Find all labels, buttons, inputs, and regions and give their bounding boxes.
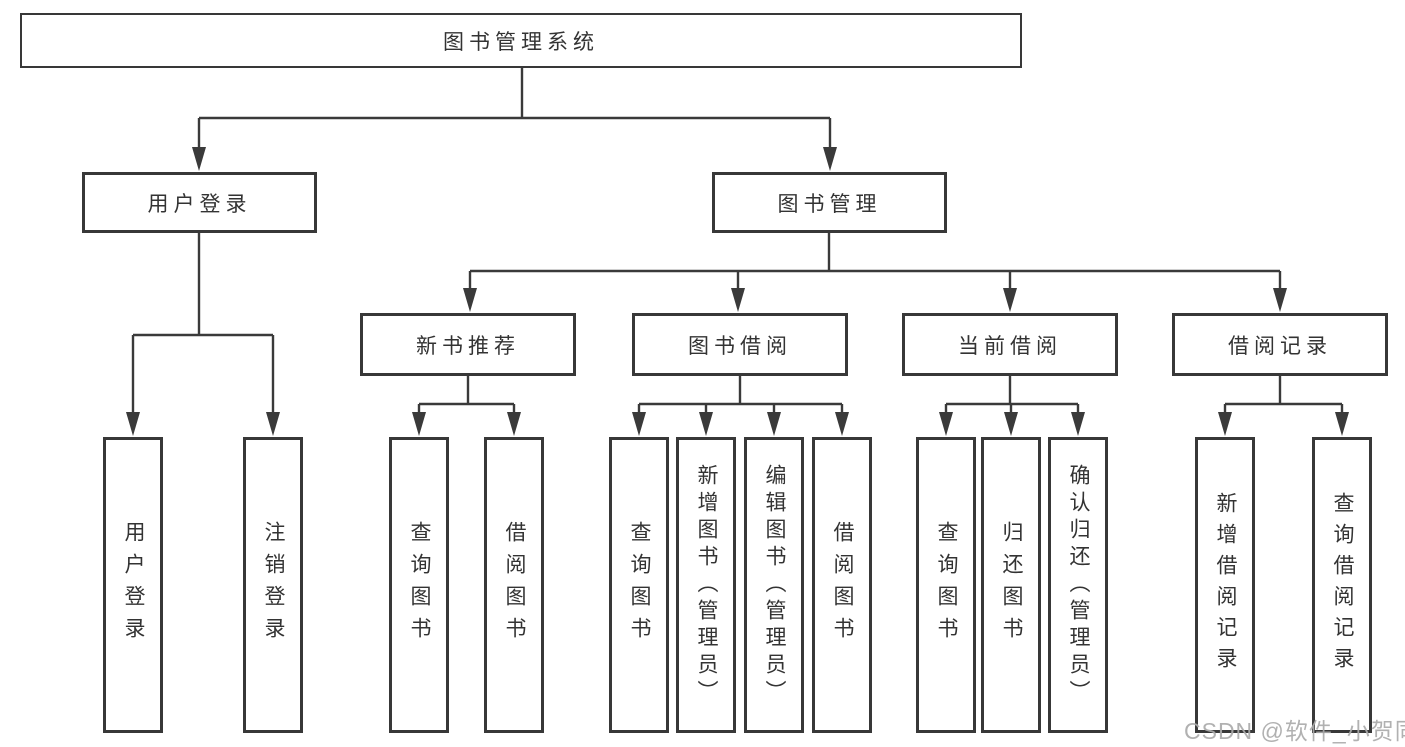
- node-leaf-query-books-1: 查询图书: [389, 437, 449, 733]
- connector-book-mgmt-to-level3: [463, 233, 1287, 312]
- node-leaf-borrow-books-1: 借阅图书: [484, 437, 544, 733]
- connector-root-to-level2: [192, 68, 837, 171]
- connector-borrow-records-to-leaves: [1218, 376, 1349, 436]
- connector-book-borrow-to-leaves: [632, 376, 849, 436]
- node-leaf-query-borrow-record: 查询借阅记录: [1312, 437, 1372, 733]
- node-leaf-add-borrow-record: 新增借阅记录: [1195, 437, 1255, 733]
- node-user-login: 用户登录: [82, 172, 317, 233]
- connector-current-borrow-to-leaves: [939, 376, 1085, 436]
- node-library-management-system: 图书管理系统: [20, 13, 1022, 68]
- node-leaf-borrow-books-2: 借阅图书: [812, 437, 872, 733]
- node-leaf-query-books-2: 查询图书: [609, 437, 669, 733]
- node-leaf-logout: 注销登录: [243, 437, 303, 733]
- node-leaf-confirm-return-admin: 确认归还（管理员）: [1048, 437, 1108, 733]
- node-leaf-query-books-3: 查询图书: [916, 437, 976, 733]
- node-current-borrow: 当前借阅: [902, 313, 1118, 376]
- node-leaf-edit-book-admin: 编辑图书（管理员）: [744, 437, 804, 733]
- node-new-book-recommend: 新书推荐: [360, 313, 576, 376]
- node-leaf-add-book-admin: 新增图书（管理员）: [676, 437, 736, 733]
- node-book-borrow: 图书借阅: [632, 313, 848, 376]
- node-borrow-records: 借阅记录: [1172, 313, 1388, 376]
- connector-new-book-rec-to-leaves: [412, 376, 521, 436]
- node-book-management: 图书管理: [712, 172, 947, 233]
- csdn-watermark: CSDN @软件_小贺同学: [1184, 718, 1405, 744]
- node-leaf-return-book: 归还图书: [981, 437, 1041, 733]
- node-leaf-user-login: 用户登录: [103, 437, 163, 733]
- connector-user-login-to-leaves: [126, 233, 280, 436]
